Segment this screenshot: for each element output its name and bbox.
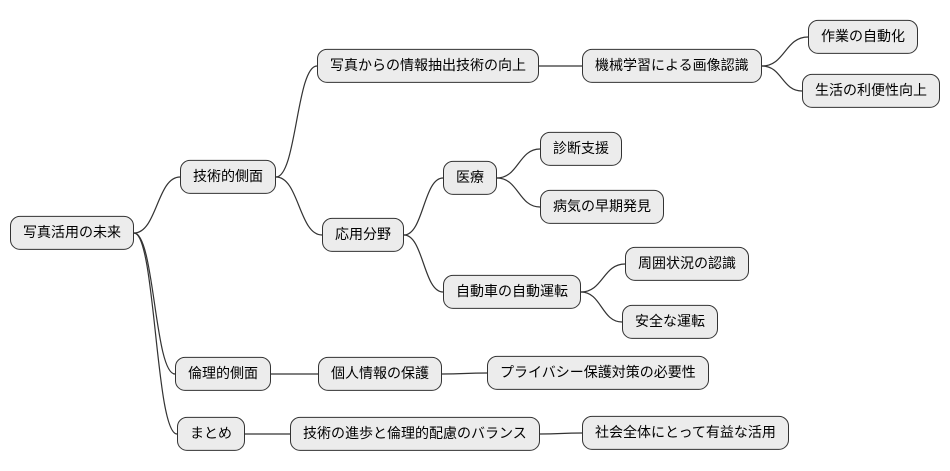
edge-application_fields-medical bbox=[403, 177, 444, 236]
edge-technical-info_extraction bbox=[275, 65, 318, 178]
edge-ml_image_recognition-life_convenience bbox=[761, 65, 803, 92]
edge-application_fields-autonomous_driving bbox=[403, 234, 444, 293]
mindmap-node-application-fields: 応用分野 bbox=[322, 217, 404, 253]
edge-technical-application_fields bbox=[275, 176, 323, 236]
mindmap-node-work-automation: 作業の自動化 bbox=[808, 19, 918, 55]
mindmap-node-technical: 技術的側面 bbox=[180, 159, 276, 195]
edge-medical-diagnosis_support bbox=[496, 148, 541, 179]
edge-root-ethical bbox=[133, 232, 176, 375]
mindmap-node-surroundings-recognition: 周囲状況の認識 bbox=[625, 246, 749, 282]
edge-medical-early_disease_detection bbox=[496, 177, 541, 208]
edge-root-summary bbox=[133, 232, 178, 435]
edge-ml_image_recognition-work_automation bbox=[761, 36, 809, 67]
mindmap-node-info-extraction: 写真からの情報抽出技術の向上 bbox=[317, 48, 539, 84]
edge-root-technical bbox=[133, 176, 181, 234]
edge-autonomous_driving-safe_driving bbox=[580, 291, 623, 323]
edge-personal_info_protection-privacy_measures bbox=[441, 372, 488, 375]
mindmap-node-personal-info-protection: 個人情報の保護 bbox=[318, 356, 442, 392]
mindmap-node-root: 写真活用の未来 bbox=[10, 215, 134, 251]
mindmap-node-autonomous-driving: 自動車の自動運転 bbox=[443, 274, 581, 310]
mindmap-node-privacy-measures: プライバシー保護対策の必要性 bbox=[487, 355, 709, 391]
mindmap-node-summary: まとめ bbox=[177, 416, 245, 452]
mindmap-node-tech-ethics-balance: 技術の進歩と倫理的配慮のバランス bbox=[290, 416, 540, 452]
mindmap-node-ml-image-recognition: 機械学習による画像認識 bbox=[582, 48, 762, 84]
mindmap-node-diagnosis-support: 診断支援 bbox=[540, 131, 622, 167]
edge-tech_ethics_balance-beneficial_use bbox=[539, 432, 583, 435]
mindmap-node-ethical: 倫理的側面 bbox=[175, 356, 271, 392]
mindmap-node-safe-driving: 安全な運転 bbox=[622, 304, 718, 340]
mindmap-node-beneficial-use: 社会全体にとって有益な活用 bbox=[582, 415, 789, 451]
mindmap-node-life-convenience: 生活の利便性向上 bbox=[802, 73, 940, 109]
mindmap-node-early-disease-detection: 病気の早期発見 bbox=[540, 189, 664, 225]
edge-autonomous_driving-surroundings_recognition bbox=[580, 263, 626, 293]
mindmap-node-medical: 医療 bbox=[443, 160, 497, 196]
